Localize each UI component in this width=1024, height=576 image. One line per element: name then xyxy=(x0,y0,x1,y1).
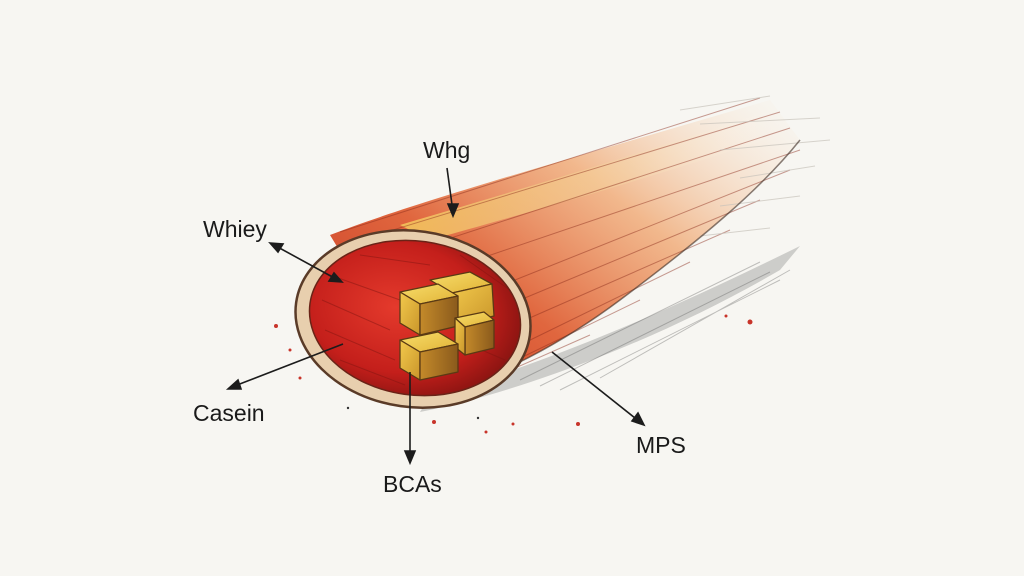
cast-shadow-hatching xyxy=(519,261,791,391)
label-casein: Casein xyxy=(193,400,265,426)
mps-arrow xyxy=(551,351,641,423)
fiber-highlight xyxy=(400,110,780,240)
bcas-arrow-head xyxy=(403,450,417,466)
label-bcas: BCAs xyxy=(383,471,442,497)
whiey-arrow-head-start xyxy=(268,242,285,254)
amino-acid-cubes xyxy=(399,271,495,381)
casein-arrow-head xyxy=(225,378,243,390)
fading-streaks xyxy=(679,95,831,237)
mps-arrow-head xyxy=(630,411,646,427)
whiey-arrow xyxy=(273,244,339,281)
label-whg: Whg xyxy=(423,137,471,163)
casein-arrow xyxy=(231,343,344,388)
splatter-dots xyxy=(274,314,753,434)
whiey-arrow-head-end xyxy=(327,271,344,283)
label-whiey: Whiey xyxy=(203,216,267,242)
label-mps: MPS xyxy=(636,432,686,458)
annotation-arrows xyxy=(225,167,646,466)
whg-arrow-head xyxy=(446,203,460,219)
cross-section-striations xyxy=(321,254,511,386)
